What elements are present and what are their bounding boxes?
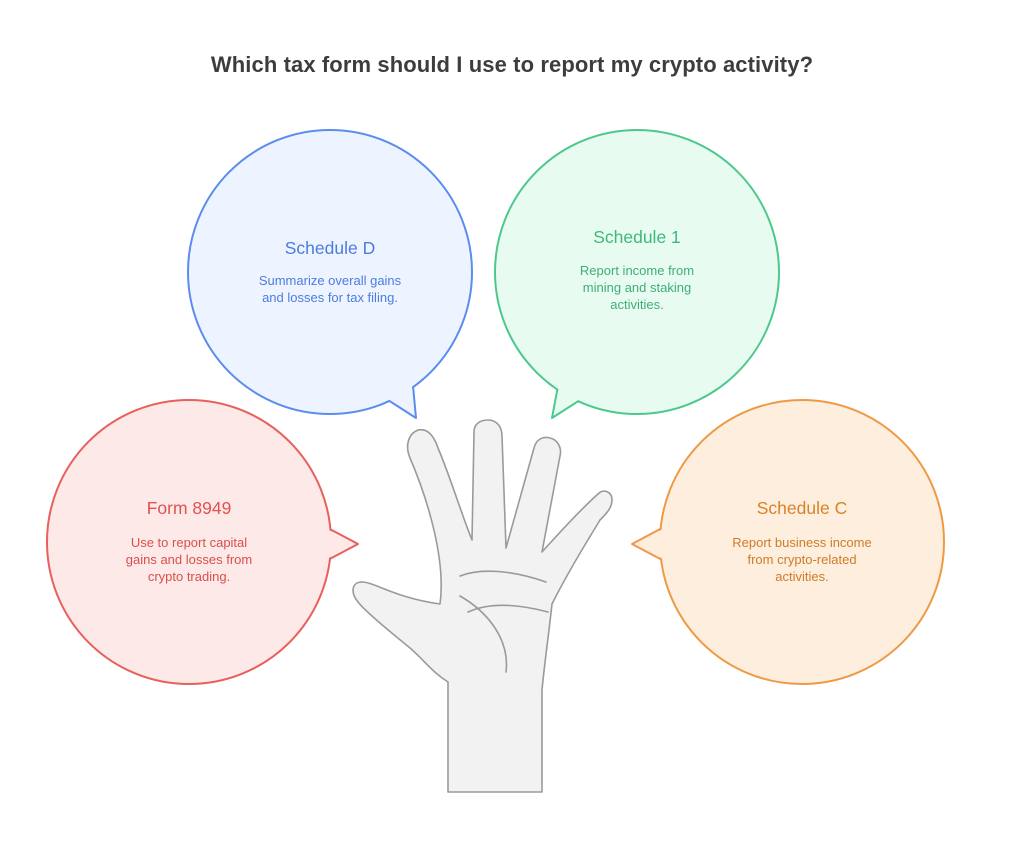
bubble-circle-schedule-d [187,129,473,415]
bubble-description-schedule-d: and losses for tax filing. [262,290,398,305]
bubble-description-schedule-1: Report income from [580,263,694,278]
bubble-title-schedule-1: Schedule 1 [593,227,681,247]
hand-icon [352,419,613,793]
bubble-description-form-8949: crypto trading. [148,569,230,584]
bubble-description-form-8949: Use to report capital [131,535,247,550]
bubble-title-schedule-c: Schedule C [757,498,847,518]
bubble-description-schedule-1: activities. [610,297,663,312]
bubble-circle-schedule-1 [494,129,780,415]
bubble-seam-schedule-c [635,528,686,561]
bubble-title-schedule-d: Schedule D [285,238,375,258]
hand-crease-3 [459,595,508,673]
hand-crease-1 [459,570,547,583]
page-title: Which tax form should I use to report my… [210,52,814,77]
speech-bubbles: Schedule D Summarize overall gains and los… [46,129,945,685]
bubble-schedule-d: Schedule D Summarize overall gains and los… [187,129,473,419]
bubble-seam-schedule-1 [554,374,580,415]
bubble-schedule-1: Schedule 1 Report income from mining and s… [494,129,780,419]
bubble-description-schedule-d: Summarize overall gains [259,273,402,288]
hand-shape [352,419,613,793]
hand-crease-2 [467,604,549,613]
bubble-description-schedule-c: from crypto-related [747,552,856,567]
bubble-description-schedule-c: Report business income [732,535,871,550]
bubble-description-schedule-1: mining and staking [583,280,691,295]
bubble-title-form-8949: Form 8949 [147,498,232,518]
bubble-seam-schedule-d [389,374,415,415]
bubble-description-form-8949: gains and losses from [126,552,252,567]
bubble-schedule-c: Schedule C Report business income from cry… [631,399,945,685]
bubble-description-schedule-c: activities. [775,569,828,584]
bubble-seam-form-8949 [304,528,355,561]
